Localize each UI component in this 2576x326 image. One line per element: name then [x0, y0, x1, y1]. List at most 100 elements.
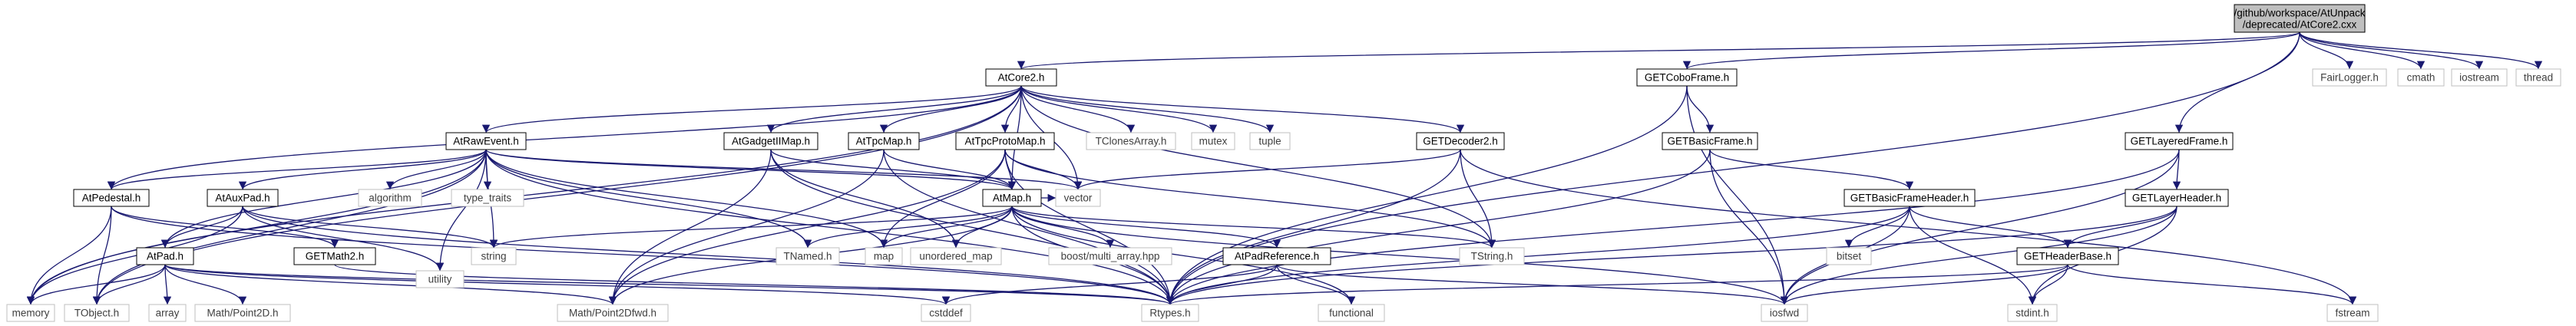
node-iosfwd: iosfwd: [1761, 304, 1808, 322]
edge-atmap-to-map: [879, 206, 1013, 249]
edge-atrawevent-to-tobject: [92, 149, 487, 305]
node-label: tuple: [1258, 136, 1281, 147]
node-box: [194, 304, 291, 322]
node-atpedestal[interactable]: AtPedestal.h: [73, 189, 150, 207]
node-label: FairLogger.h: [2320, 72, 2379, 84]
node-atpadreference[interactable]: AtPadReference.h: [1222, 247, 1331, 265]
node-getbasicframeheader[interactable]: GETBasicFrameHeader.h: [1844, 189, 1976, 207]
edge-getbasicframeheader-to-bitset: [1844, 206, 1910, 249]
edge-getlayeredframe-to-rtypes: [1166, 149, 2180, 305]
node-label: Math/Point2Dfwd.h: [569, 308, 656, 319]
node-label: TNamed.h: [783, 251, 832, 262]
node-box: [848, 132, 920, 150]
edge-getdecoder2-to-vector: [1074, 149, 1461, 190]
node-box: [1141, 304, 1199, 322]
edge-atpedestal-to-rtypes: [111, 206, 1174, 305]
node-attpcmap[interactable]: AtTpcMap.h: [848, 132, 920, 150]
edge-atmap-to-string: [490, 206, 1013, 249]
edge-atcore2h-to-atrawevent: [482, 85, 1022, 133]
node-box: [1761, 304, 1808, 322]
node-tclonesarray: TClonesArray.h: [1086, 132, 1176, 150]
node-atpad[interactable]: AtPad.h: [136, 247, 194, 265]
node-label: GETLayerHeader.h: [2132, 193, 2221, 204]
edge-atcore2h-to-tuple: [1020, 85, 1275, 133]
node-label: iosfwd: [1770, 308, 1799, 319]
edge-atauxpad-to-string: [242, 206, 498, 249]
node-label: Rtypes.h: [1149, 308, 1190, 319]
edge-atcore2h-to-getdecoder2: [1020, 85, 1465, 133]
edge-atrawevent-to-atpedestal: [107, 149, 487, 190]
edge-getbasicframe-to-getbasicframeheader: [1709, 149, 1914, 190]
node-label: vector: [1064, 193, 1093, 204]
node-label: AtRawEvent.h: [453, 136, 519, 147]
node-box: [6, 304, 55, 322]
node-label: GETDecoder2.h: [1423, 136, 1498, 147]
node-string: string: [471, 247, 517, 265]
node-getcoboframe[interactable]: GETCoboFrame.h: [1636, 68, 1738, 87]
edge-root-to-getcoboframe: [1683, 31, 2300, 70]
node-atauxpad[interactable]: AtAuxPad.h: [207, 189, 279, 207]
node-memory: memory: [6, 304, 55, 322]
node-label: array: [156, 308, 180, 319]
node-map: map: [865, 247, 903, 265]
node-box: [136, 247, 194, 265]
node-getbasicframe[interactable]: GETBasicFrame.h: [1662, 132, 1758, 150]
node-getdecoder2[interactable]: GETDecoder2.h: [1416, 132, 1505, 150]
node-label: GETLayeredFrame.h: [2131, 136, 2228, 147]
node-type-traits: type_traits: [451, 189, 524, 207]
root-node-file[interactable]: /github/workspace/AtUnpack /deprecated/A…: [2234, 4, 2366, 33]
edge-atauxpad-to-atpad: [160, 206, 243, 249]
node-box: [2397, 68, 2445, 87]
node-label: AtMap.h: [993, 193, 1031, 204]
node-box: [1055, 189, 1101, 207]
edge-atrawevent-to-map: [485, 149, 888, 249]
node-attpcprotomap[interactable]: AtTpcProtoMap.h: [955, 132, 1055, 150]
node-atcore2h[interactable]: AtCore2.h: [985, 68, 1057, 87]
edge-attpcprotomap-to-tstring: [1004, 149, 1496, 249]
node-label: string: [481, 251, 506, 262]
node-box: [207, 189, 279, 207]
edge-atpedestal-to-tobject: [92, 206, 112, 305]
node-box: [1459, 247, 1525, 265]
edge-getlayeredframe-to-iosfwd: [1780, 149, 2180, 305]
node-getlayerheader[interactable]: GETLayerHeader.h: [2125, 189, 2229, 207]
node-box: [2125, 189, 2229, 207]
node-getheaderbase[interactable]: GETHeaderBase.h: [2016, 247, 2119, 265]
node-atgadgetiimap[interactable]: AtGadgetIIMap.h: [723, 132, 818, 150]
node-label: TClonesArray.h: [1096, 136, 1167, 147]
node-atmap[interactable]: AtMap.h: [982, 189, 1042, 207]
node-algorithm: algorithm: [358, 189, 422, 207]
edge-atpad-to-mathpoint2dfwd: [164, 264, 617, 305]
node-label: GETHeaderBase.h: [2024, 251, 2111, 262]
node-label: TObject.h: [74, 308, 119, 319]
edge-atgadgetiimap-to-rtypes: [770, 149, 1175, 305]
node-box: [2451, 68, 2508, 87]
edge-atrawevent-to-atauxpad: [238, 149, 487, 190]
edge-root-to-fairlogger: [2299, 31, 2354, 70]
node-box: [1826, 247, 1872, 265]
node-iostream: iostream: [2451, 68, 2508, 87]
edge-atpad-to-memory: [26, 264, 166, 305]
edge-atcore2h-to-atpedestal: [107, 85, 1022, 190]
node-getmath2[interactable]: GETMath2.h: [293, 247, 376, 265]
edge-atauxpad-to-rtypes: [242, 206, 1175, 305]
node-label: boost/multi_array.hpp: [1061, 251, 1160, 262]
edge-atpadreference-to-iosfwd: [1276, 264, 1788, 305]
node-label: GETBasicFrameHeader.h: [1850, 193, 1969, 204]
node-unordered-map: unordered_map: [910, 247, 1002, 265]
node-label: Math/Point2D.h: [207, 308, 278, 319]
node-box: [775, 247, 840, 265]
node-vector: vector: [1055, 189, 1101, 207]
edge-getlayerheader-to-rtypes: [1166, 206, 2178, 305]
node-tobject: TObject.h: [64, 304, 130, 322]
node-label: cmath: [2407, 72, 2435, 84]
node-box: [1086, 132, 1176, 150]
node-label: TString.h: [1471, 251, 1513, 262]
node-fairlogger: FairLogger.h: [2312, 68, 2387, 87]
node-box: [1249, 132, 1291, 150]
node-label: mutex: [1199, 136, 1228, 147]
node-atrawevent[interactable]: AtRawEvent.h: [445, 132, 527, 150]
edge-getheaderbase-to-rtypes: [1166, 264, 2068, 305]
node-getlayeredframe[interactable]: GETLayeredFrame.h: [2125, 132, 2234, 150]
